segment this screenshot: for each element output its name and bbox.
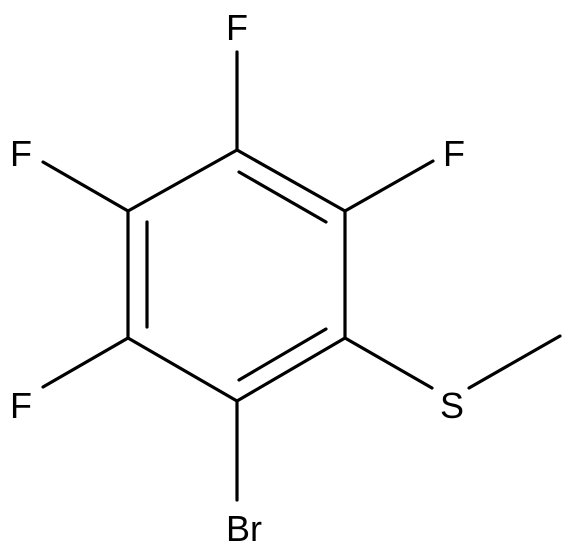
ring-bond-lower-right-bottom xyxy=(235,336,347,403)
ring-double-bond-inner-top-right xyxy=(237,170,328,224)
atom-label-f-lower-left: F xyxy=(10,385,32,426)
bond-to-f-upper-left xyxy=(41,160,130,213)
ring-bond-upper-left-top xyxy=(126,148,239,213)
bond-to-f-lower-left xyxy=(41,336,130,389)
atom-label-f-upper-left: F xyxy=(10,133,32,174)
bond-to-s xyxy=(343,336,434,390)
ring-double-bond-inner-lower-right xyxy=(237,327,328,382)
bond-s-to-methyl xyxy=(467,334,562,390)
bonds xyxy=(41,50,562,502)
atom-label-s: S xyxy=(440,385,464,426)
atom-label-f-top: F xyxy=(226,7,248,48)
atom-label-br: Br xyxy=(226,508,262,549)
atom-labels: F F F F S Br xyxy=(10,7,465,549)
ring-bond-bottom-lower-left xyxy=(126,336,239,403)
atom-label-f-upper-right: F xyxy=(443,133,465,174)
ring-bond-top-upper-right xyxy=(235,148,347,213)
bond-to-f-upper-right xyxy=(343,159,435,213)
